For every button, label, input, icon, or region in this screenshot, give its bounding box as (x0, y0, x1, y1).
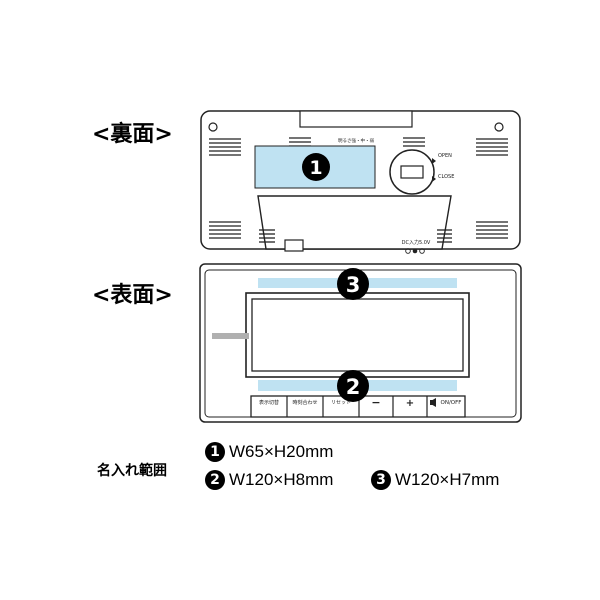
button-minus[interactable]: − (371, 396, 380, 409)
legend-item-2: 2 W120×H8mm (205, 470, 333, 490)
open-arrow-icon (432, 158, 436, 164)
back-side-heading: <裏面> (92, 122, 173, 147)
screw-hole-right (494, 122, 504, 132)
button-time-set[interactable]: 時刻合わせ (292, 399, 317, 406)
vent-grille-upper-left (209, 138, 241, 156)
back-panel: 明るさ強・中・弱 (200, 110, 521, 254)
open-label: OPEN (438, 153, 452, 159)
dc-polarity-icon (405, 248, 425, 254)
brightness-label: 明るさ強・中・弱 (338, 137, 374, 144)
front-panel: 表示切替 時刻合わせ リセット − + ON/OFF 3 2 (199, 263, 522, 423)
close-arrow-icon (432, 176, 436, 182)
front-side-heading: <表面> (92, 283, 173, 308)
battery-cover-slot (400, 165, 424, 179)
vent-grille-top-right (403, 137, 425, 147)
legend-badge-3: 3 (371, 470, 391, 490)
port-rect (284, 239, 304, 252)
area-2-badge (337, 370, 369, 402)
dc-input-label: DC入力5.0V (402, 239, 431, 246)
light-sensor (212, 333, 249, 339)
area-2-badge-number: 2 (346, 375, 361, 399)
area-3-badge (337, 268, 369, 300)
vent-grille-lower-left (209, 221, 241, 239)
stand-outline (257, 195, 452, 250)
legend-text-2: W120×H8mm (229, 470, 334, 489)
vent-grille-stand-right (437, 229, 452, 243)
vent-grille-stand-left (259, 229, 275, 243)
area-1-badge (302, 153, 330, 181)
area-1-badge-number: 1 (309, 157, 322, 179)
screw-hole-left (208, 122, 218, 132)
button-plus[interactable]: + (406, 398, 414, 409)
button-on-off[interactable]: ON/OFF (441, 400, 462, 406)
legend-text-3: W120×H7mm (395, 470, 500, 489)
display-screen (251, 298, 464, 372)
speaker-icon (430, 398, 436, 407)
legend-item-1: 1 W65×H20mm (205, 442, 333, 462)
vent-grille-lower-right (476, 221, 508, 239)
button-reset[interactable]: リセット (331, 400, 351, 406)
legend-item-3: 3 W120×H7mm (371, 470, 499, 490)
legend-badge-2: 2 (205, 470, 225, 490)
legend-text-1: W65×H20mm (229, 442, 334, 461)
top-slot (299, 110, 413, 128)
legend-badge-1: 1 (205, 442, 225, 462)
vent-grille-upper-right (476, 138, 508, 156)
close-label: CLOSE (438, 174, 454, 180)
button-display-switch[interactable]: 表示切替 (259, 399, 279, 406)
legend-title: 名入れ範囲 (97, 463, 167, 479)
area-3-badge-number: 3 (346, 273, 361, 297)
